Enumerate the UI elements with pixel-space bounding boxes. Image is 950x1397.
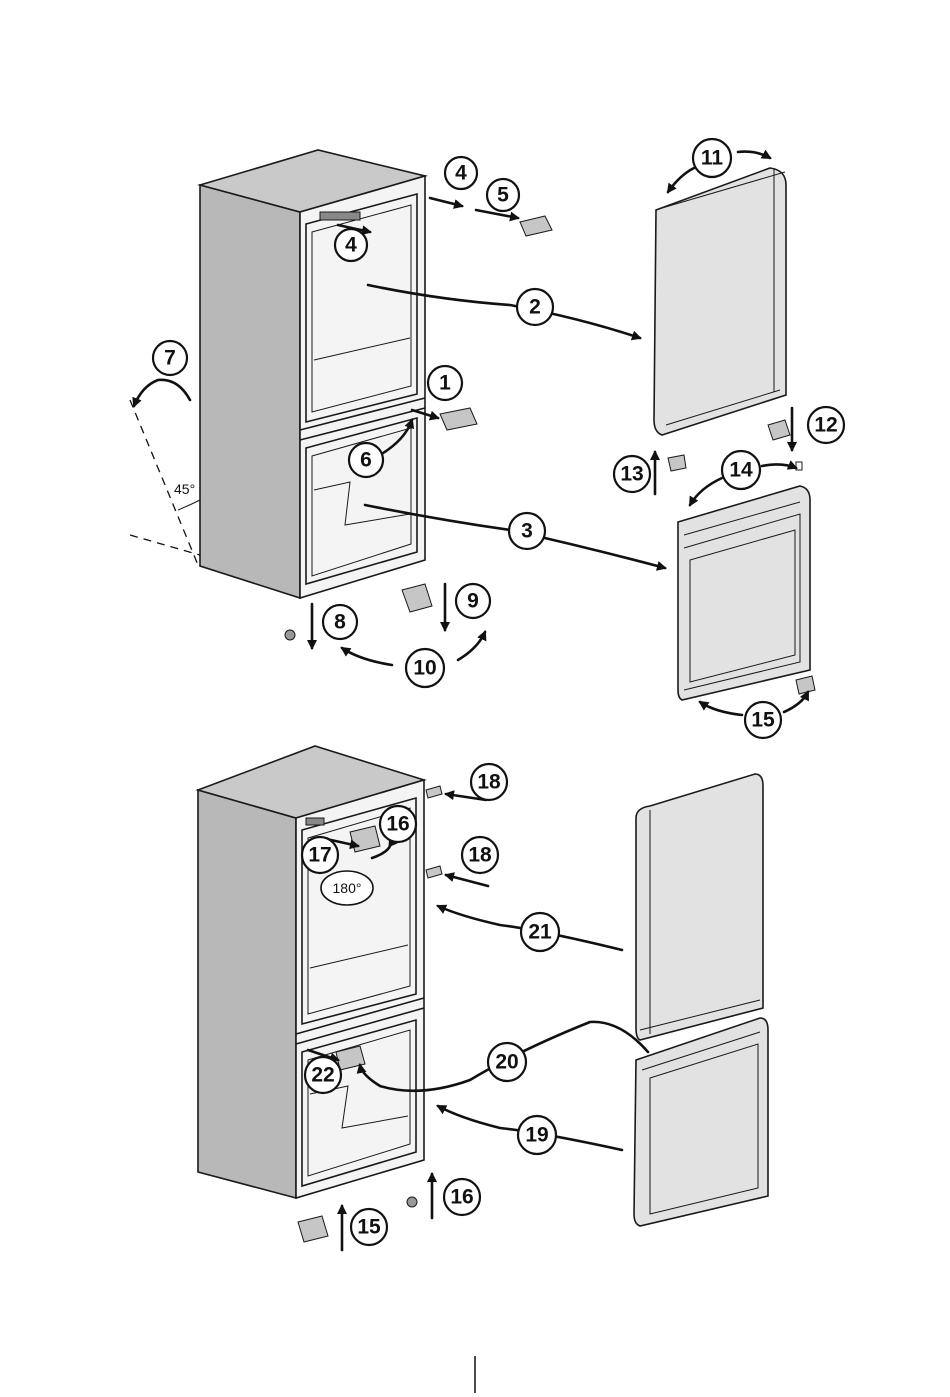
callout-12: 12 <box>808 407 844 443</box>
callout-9: 9 <box>456 584 490 618</box>
lower-door-bottom <box>634 1018 768 1226</box>
upper-door-bottom <box>636 774 763 1040</box>
rotate-angle-label: 180° <box>333 880 362 896</box>
callout-1: 1 <box>428 366 462 400</box>
callout-6: 6 <box>349 443 383 477</box>
callout-2: 2 <box>517 289 553 325</box>
callout-10: 10 <box>406 649 444 687</box>
svg-text:6: 6 <box>360 449 372 472</box>
callout-14: 14 <box>722 451 760 489</box>
svg-text:2: 2 <box>529 296 541 319</box>
svg-text:18: 18 <box>477 771 501 794</box>
callout-11: 11 <box>693 139 731 177</box>
callout-15a: 15 <box>745 702 781 738</box>
callout-19: 19 <box>518 1116 556 1154</box>
callout-22: 22 <box>305 1057 341 1093</box>
callout-13: 13 <box>614 456 650 492</box>
svg-text:12: 12 <box>814 414 837 437</box>
svg-text:17: 17 <box>308 844 331 867</box>
svg-text:9: 9 <box>467 590 479 613</box>
svg-text:5: 5 <box>497 184 509 207</box>
svg-text:4: 4 <box>345 234 357 257</box>
svg-text:19: 19 <box>525 1124 548 1147</box>
svg-text:13: 13 <box>620 463 643 486</box>
callout-18b: 18 <box>462 837 498 873</box>
callout-16a: 16 <box>380 806 416 842</box>
callout-8: 8 <box>323 605 357 639</box>
top-fridge-cabinet <box>200 150 425 598</box>
callout-20: 20 <box>488 1043 526 1081</box>
callout-18a: 18 <box>471 764 507 800</box>
svg-text:20: 20 <box>495 1051 518 1074</box>
svg-text:4: 4 <box>455 162 467 185</box>
callout-21: 21 <box>521 913 559 951</box>
svg-text:15: 15 <box>357 1216 381 1239</box>
svg-text:15: 15 <box>751 709 775 732</box>
callout-3: 3 <box>509 513 545 549</box>
callout-17: 17 <box>302 837 338 873</box>
callout-4a: 4 <box>445 157 477 189</box>
svg-text:21: 21 <box>528 921 552 944</box>
svg-text:16: 16 <box>450 1186 473 1209</box>
callout-4b: 4 <box>335 229 367 261</box>
svg-text:18: 18 <box>468 844 492 867</box>
callout-15b: 15 <box>351 1209 387 1245</box>
svg-text:3: 3 <box>521 520 533 543</box>
callout-16b: 16 <box>444 1179 480 1215</box>
upper-door-top <box>654 168 786 435</box>
svg-text:14: 14 <box>729 459 753 482</box>
tilt-angle-label: 45° <box>174 481 195 497</box>
callout-5: 5 <box>487 179 519 211</box>
svg-text:16: 16 <box>386 813 409 836</box>
svg-text:7: 7 <box>164 347 176 370</box>
svg-text:22: 22 <box>311 1064 334 1087</box>
svg-text:8: 8 <box>334 611 346 634</box>
svg-text:10: 10 <box>413 657 436 680</box>
lower-door-top <box>678 486 810 700</box>
callout-7: 7 <box>153 341 187 375</box>
svg-text:1: 1 <box>439 372 451 395</box>
svg-text:11: 11 <box>701 147 724 170</box>
